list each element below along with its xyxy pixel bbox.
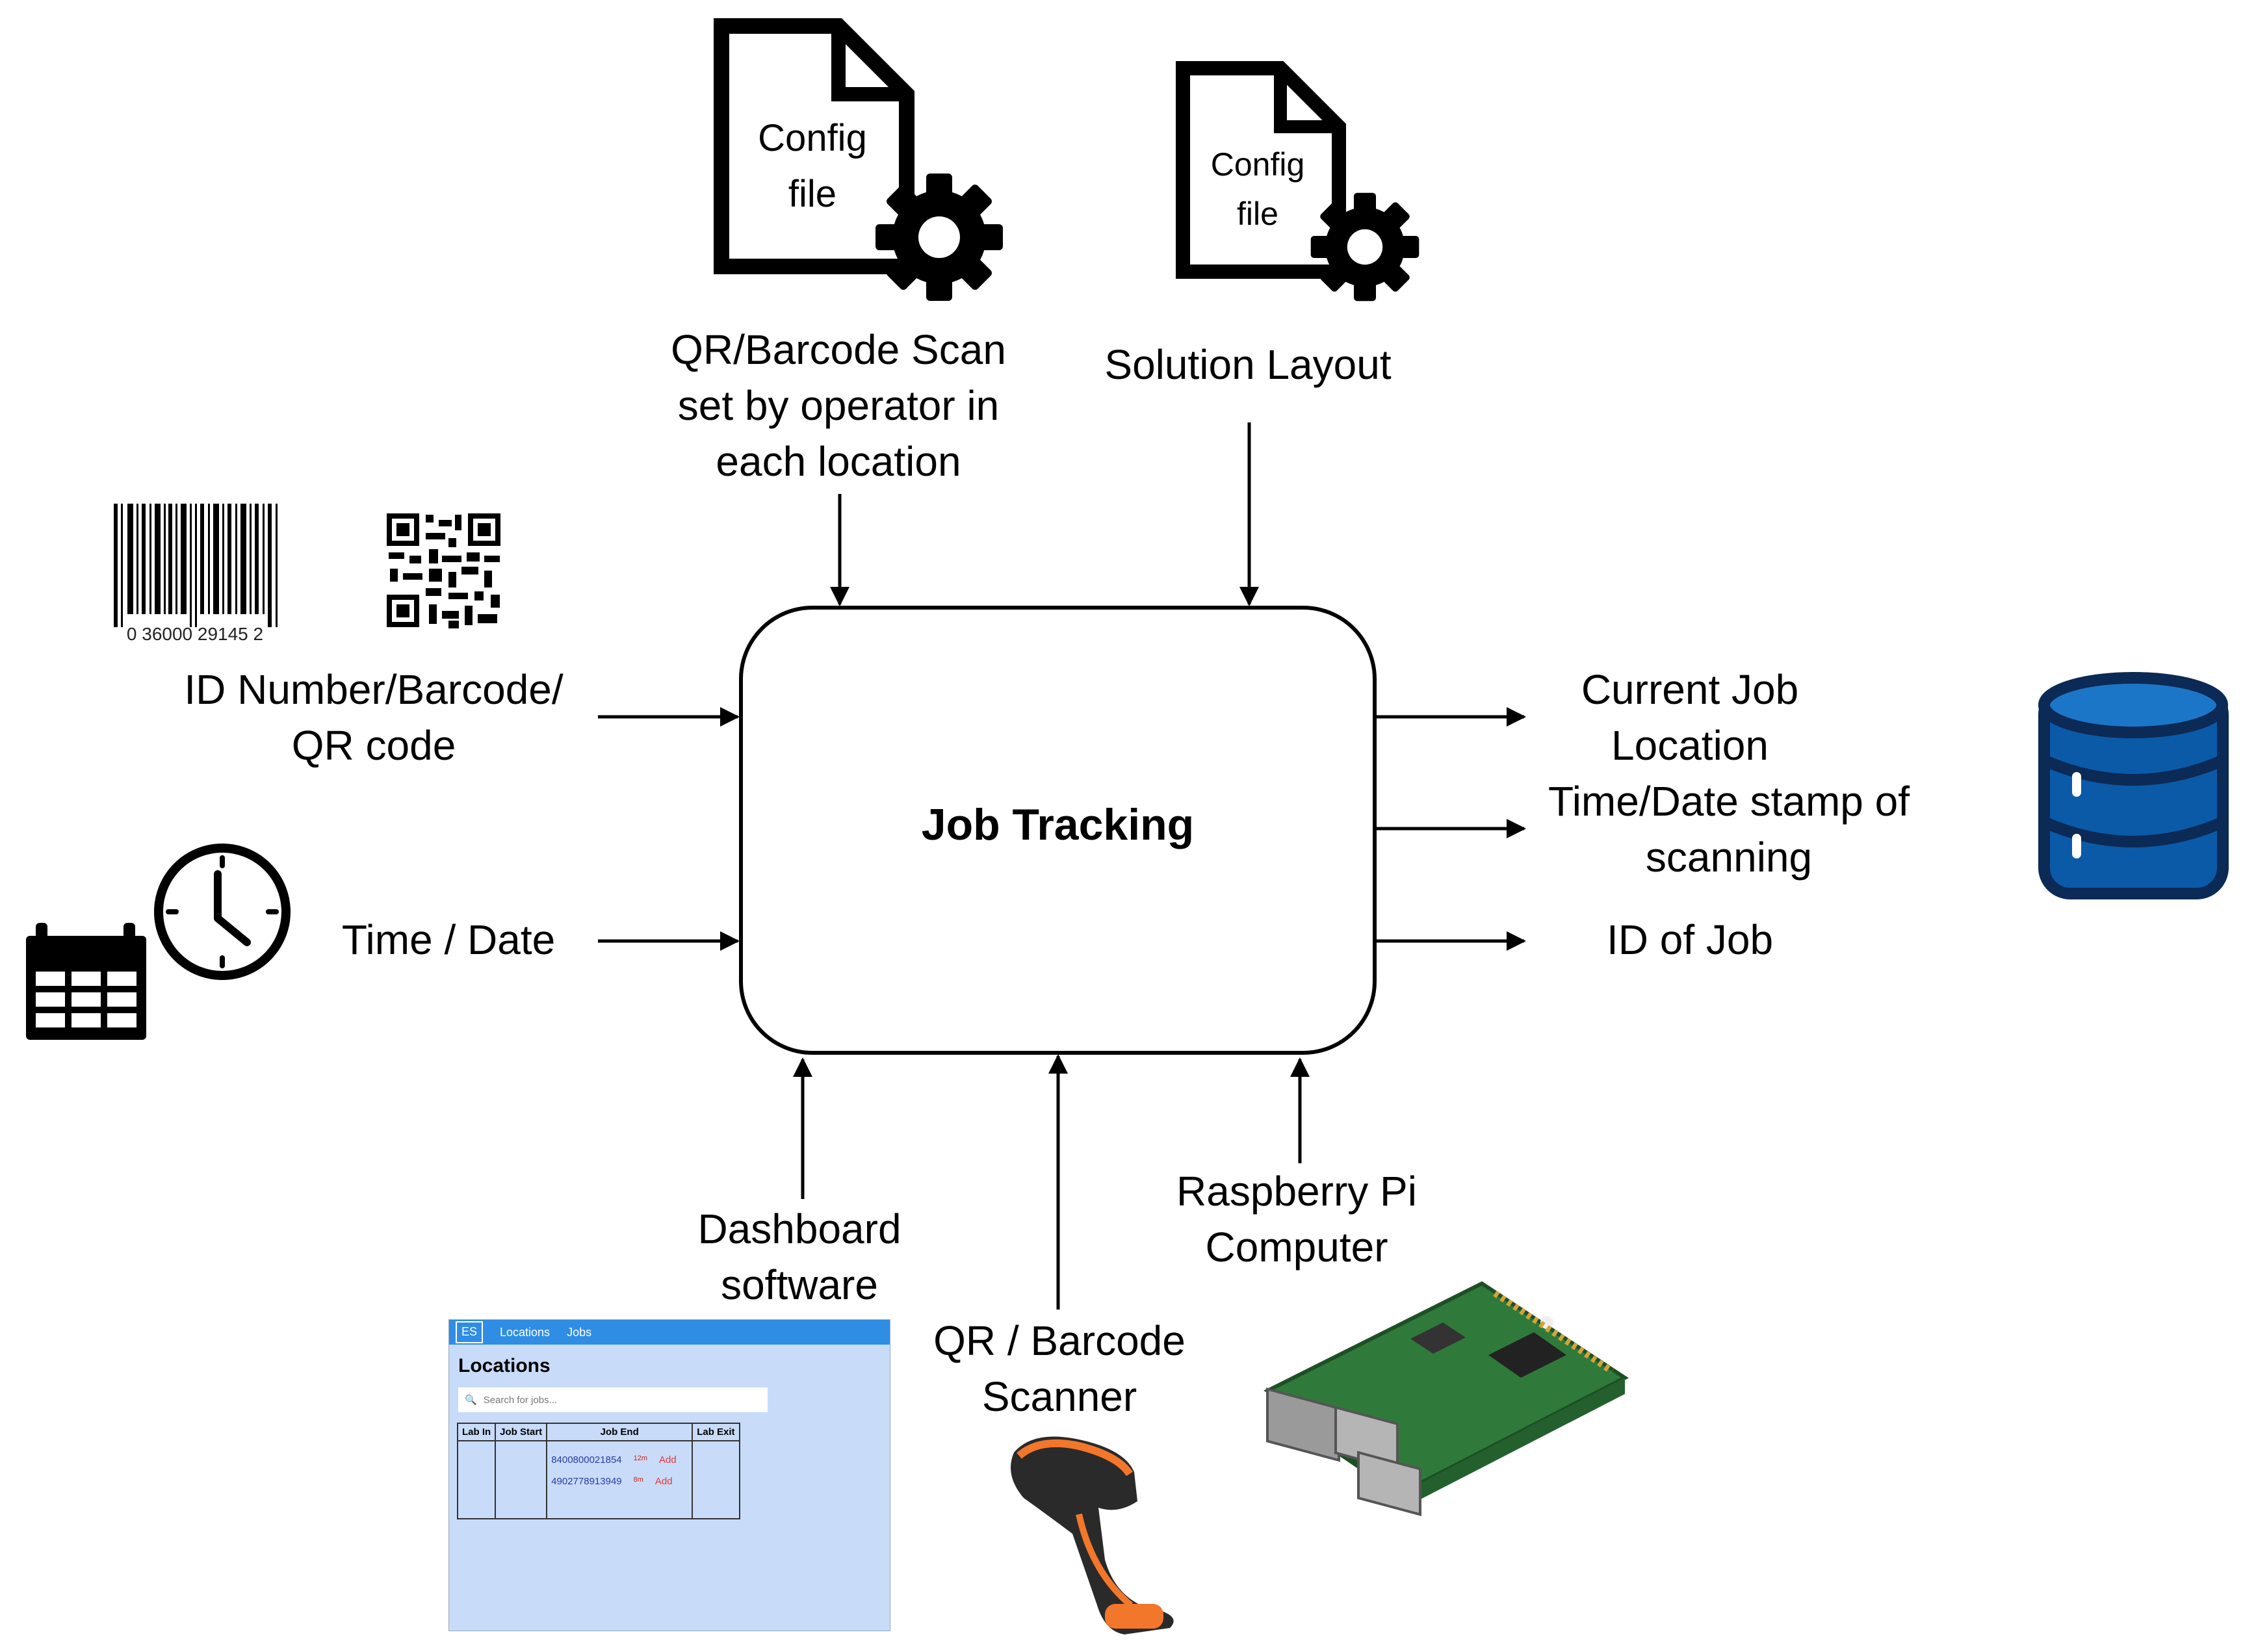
config-file-1-line1: Config [758, 117, 867, 159]
current-location-label: Current Job Location [1527, 662, 1852, 773]
col-job-start: Job Start [495, 1423, 548, 1441]
config-file-2-line1: Config [1210, 146, 1305, 183]
dashboard-line2: software [721, 1261, 878, 1308]
add-button[interactable]: Add [659, 1454, 677, 1465]
raspberry-line1: Raspberry Pi [1176, 1168, 1417, 1215]
job-id: 4902778913949 [551, 1476, 622, 1487]
id-input-line1: ID Number/Barcode/ [184, 666, 564, 713]
table-row: 8400800021854 12m Add 4902778913949 8m A… [456, 1440, 740, 1519]
dashboard-logo: ES [456, 1321, 483, 1343]
barcode-icon [114, 504, 278, 627]
id-input-line2: QR code [291, 722, 456, 769]
solution-layout-text: Solution Layout [1104, 341, 1392, 388]
qr-code-icon [383, 510, 504, 630]
jobs-table: Lab In Job Start Job End Lab Exit 840080… [456, 1423, 740, 1519]
dashboard-screenshot: ES Locations Jobs Locations 🔍 Search for… [448, 1319, 890, 1631]
config-file-icon [714, 18, 1003, 301]
raspberry-label: Raspberry Pi Computer [1134, 1163, 1459, 1275]
timestamp-label: Time/Date stamp of scanning [1514, 773, 1943, 885]
solution-layout-label: Solution Layout [1066, 337, 1430, 393]
dashboard-line1: Dashboard [697, 1206, 901, 1252]
search-placeholder: Search for jobs... [483, 1394, 558, 1406]
job-tag: 8m [633, 1476, 643, 1484]
raspberry-pi-icon [1264, 1281, 1629, 1517]
config-file-2-line2: file [1237, 196, 1278, 232]
job-item: 8400800021854 12m Add [551, 1454, 688, 1465]
scanner-line2: Scanner [981, 1373, 1137, 1420]
scan-config-label: QR/Barcode Scan set by operator in each … [643, 322, 1033, 489]
current-location-line2: Location [1611, 722, 1769, 769]
dashboard-nav-bar: ES Locations Jobs [449, 1320, 890, 1345]
search-icon: 🔍 [465, 1395, 477, 1406]
time-date-text: Time / Date [341, 916, 556, 963]
job-item: 4902778913949 8m Add [551, 1476, 688, 1487]
current-location-line1: Current Job [1581, 666, 1799, 713]
scanner-label: QR / Barcode Scanner [897, 1313, 1222, 1425]
raspberry-line2: Computer [1205, 1224, 1388, 1271]
job-tag: 12m [633, 1454, 648, 1462]
config-file-1-line2: file [788, 173, 837, 215]
timestamp-line2: scanning [1645, 834, 1813, 881]
timestamp-line1: Time/Date stamp of [1548, 778, 1910, 825]
job-id: 8400800021854 [551, 1454, 622, 1465]
config-file-label-2: Config file [1199, 140, 1316, 239]
barcode-number: 0 36000 29145 2 [127, 624, 263, 644]
col-lab-exit: Lab Exit [692, 1423, 740, 1441]
nav-locations[interactable]: Locations [500, 1325, 551, 1339]
add-button[interactable]: Add [655, 1476, 673, 1487]
job-id-label: ID of Job [1527, 912, 1852, 968]
config-file-label-1: Config file [747, 110, 877, 222]
scan-config-line3: each location [716, 438, 961, 485]
clock-icon [154, 844, 291, 980]
database-icon [2038, 672, 2229, 899]
barcode-scanner-icon [1011, 1436, 1174, 1634]
col-job-end: Job End [546, 1423, 694, 1441]
scan-config-line1: QR/Barcode Scan [671, 326, 1006, 373]
scan-config-line2: set by operator in [677, 382, 1000, 429]
nav-jobs[interactable]: Jobs [567, 1325, 592, 1339]
config-file-icon [1176, 61, 1420, 302]
process-title: Job Tracking [921, 800, 1195, 849]
col-lab-in: Lab In [456, 1423, 497, 1441]
dashboard-search-input[interactable]: 🔍 Search for jobs... [458, 1387, 768, 1412]
time-date-label: Time / Date [312, 912, 585, 968]
calendar-icon [26, 923, 146, 1040]
id-input-label: ID Number/Barcode/ QR code [146, 662, 601, 773]
scanner-line1: QR / Barcode [933, 1317, 1186, 1364]
dashboard-heading: Locations [458, 1355, 551, 1376]
dashboard-label: Dashboard software [637, 1201, 962, 1313]
job-id-text: ID of Job [1606, 916, 1774, 963]
